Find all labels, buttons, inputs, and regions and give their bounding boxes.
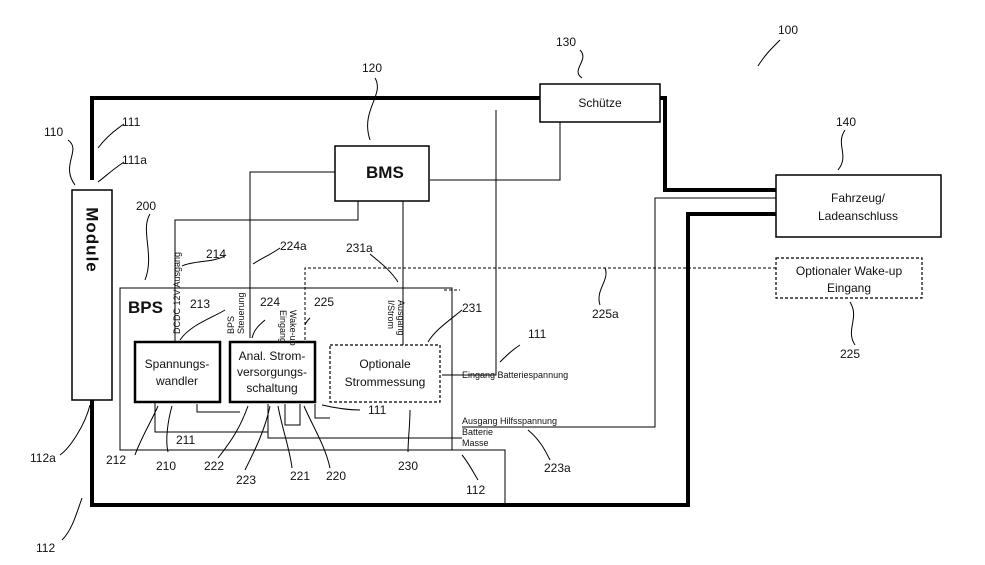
spannungswandler-line1: Spannungs- xyxy=(145,357,210,371)
fahrzeug-label-line1: Fahrzeug/ xyxy=(831,191,886,205)
signal-wiring xyxy=(120,110,778,505)
ref-111-mid: 111 xyxy=(528,327,547,341)
ref-225-bottom: 225 xyxy=(840,347,860,361)
ausgang-port-label-1: Ausgang xyxy=(396,300,406,336)
bms-label: BMS xyxy=(366,163,404,182)
ref-223a: 223a xyxy=(544,461,571,475)
ref-225a: 225a xyxy=(592,307,619,321)
ref-112a: 112a xyxy=(30,451,56,465)
schuetze-block: Schütze xyxy=(540,84,660,122)
wakeup-port-label-2: Eingang xyxy=(278,310,288,343)
fahrzeug-label-line2: Ladeanschluss xyxy=(818,209,898,223)
reference-numerals: 100 130 120 140 110 111 111a 200 214 224… xyxy=(30,23,860,555)
module-label: Module xyxy=(83,207,102,273)
ref-120: 120 xyxy=(362,61,382,75)
eingang-batteriespannung-label: Eingang Batteriespannung xyxy=(462,370,568,380)
ref-231: 231 xyxy=(462,301,482,315)
wakeup-label-line1: Optionaler Wake-up xyxy=(796,264,903,278)
schuetze-label: Schütze xyxy=(578,96,622,110)
ref-225-inner: 225 xyxy=(314,295,334,309)
ref-111a: 111a xyxy=(122,153,147,167)
ref-221: 221 xyxy=(290,469,310,483)
ref-231a: 231a xyxy=(346,241,373,255)
module-block: Module xyxy=(72,190,112,400)
ref-112-bottom: 112 xyxy=(36,541,55,555)
masse-label: Masse xyxy=(462,438,489,448)
spannungswandler-line2: wandler xyxy=(155,374,198,388)
ausgang-hilfsspannung-label: Ausgang Hilfsspannung xyxy=(462,416,557,426)
dcdc-port-label: DCDC 12V Ausgang xyxy=(172,252,182,334)
ref-140: 140 xyxy=(836,115,856,129)
ref-214: 214 xyxy=(206,247,226,261)
ref-212: 212 xyxy=(106,453,126,467)
ref-210: 210 xyxy=(156,459,176,473)
ref-224: 224 xyxy=(260,295,280,309)
bps-steuerung-port-label-1: BPS xyxy=(226,316,236,334)
bps-label: BPS xyxy=(128,298,163,317)
ref-230: 230 xyxy=(398,459,418,473)
ref-211: 211 xyxy=(176,433,195,447)
wakeup-label-line2: Eingang xyxy=(827,281,871,295)
ref-111-inner: 111 xyxy=(368,403,387,417)
ausgang-port-label-2: I/Strom xyxy=(386,300,396,329)
ref-112-mid: 112 xyxy=(466,483,485,497)
anal-strom-block: Anal. Strom- versorgungs- schaltung xyxy=(230,342,315,402)
ref-213: 213 xyxy=(190,297,210,311)
wakeup-port-label-1: Wake-up xyxy=(288,310,298,346)
ref-110: 110 xyxy=(44,125,63,139)
spannungswandler-block: Spannungs- wandler xyxy=(135,342,220,402)
ref-100: 100 xyxy=(778,23,798,37)
strommessung-line2: Strommessung xyxy=(345,375,426,389)
fahrzeug-block: Fahrzeug/ Ladeanschluss xyxy=(776,175,941,237)
strommessung-line1: Optionale xyxy=(359,357,411,371)
ref-130: 130 xyxy=(556,35,576,49)
ref-220: 220 xyxy=(326,469,346,483)
anal-strom-line1: Anal. Strom- xyxy=(239,349,306,363)
ref-222: 222 xyxy=(204,459,224,473)
bms-block: BMS xyxy=(335,146,429,201)
ref-111-top: 111 xyxy=(122,115,141,129)
ref-224a: 224a xyxy=(280,239,307,253)
anal-strom-line2: versorgungs- xyxy=(237,365,307,379)
bps-steuerung-port-label-2: Steuerung xyxy=(236,292,246,334)
strommessung-block: Optionale Strommessung xyxy=(330,345,440,402)
anal-strom-line3: schaltung xyxy=(246,381,297,395)
ref-200: 200 xyxy=(136,199,156,213)
wakeup-block: Optionaler Wake-up Eingang xyxy=(776,258,922,298)
ref-223: 223 xyxy=(236,473,256,487)
batterie-label: Batterie xyxy=(462,427,493,437)
